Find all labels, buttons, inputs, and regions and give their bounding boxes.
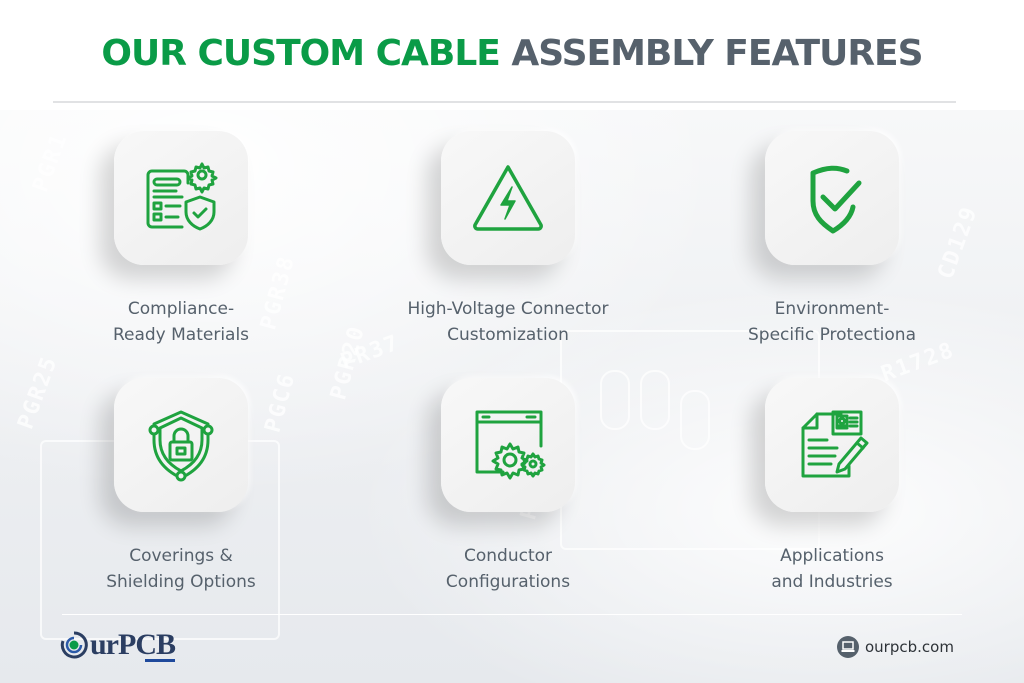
page-title: OUR CUSTOM CABLE ASSEMBLY FEATURES: [0, 30, 1024, 78]
feature-card: [765, 378, 899, 512]
feature-label: Coverings & Shielding Options: [106, 546, 256, 592]
title-highlight: OUR CUSTOM CABLE: [101, 33, 500, 74]
laptop-icon: [837, 636, 859, 658]
website-link[interactable]: ourpcb.com: [837, 636, 954, 658]
feature-label: Applications and Industries: [771, 546, 893, 592]
shield-check-icon: [810, 165, 862, 234]
compliance-document-gear-shield-icon: [146, 162, 218, 231]
high-voltage-warning-icon: [473, 165, 543, 231]
feature-label: Compliance- Ready Materials: [112, 299, 250, 345]
document-pencil-icon: [801, 410, 869, 478]
feature-coverings-shielding: Coverings & Shielding Options: [61, 378, 301, 595]
pcb-pad: [640, 370, 670, 430]
logo-text: urPCB: [90, 628, 176, 662]
feature-card: [441, 378, 575, 512]
window-gears-icon: [475, 410, 546, 480]
pcb-silkscreen-text: PGR25: [13, 352, 63, 433]
feature-card: [441, 131, 575, 265]
feature-label: Conductor Configurations: [445, 546, 571, 592]
feature-applications-industries: Applications and Industries: [712, 378, 952, 595]
shield-lock-icon: [148, 410, 214, 482]
feature-label: High-Voltage Connector Customization: [407, 299, 609, 345]
ourpcb-logo[interactable]: urPCB: [60, 628, 176, 662]
ourpcb-logo-mark-icon: [60, 631, 88, 659]
feature-card: [114, 378, 248, 512]
feature-card: [114, 131, 248, 265]
feature-label: Environment- Specific Protectiona: [748, 299, 916, 345]
feature-card: [765, 131, 899, 265]
feature-high-voltage-connector: High-Voltage Connector Customization: [388, 131, 628, 348]
title-rest: ASSEMBLY FEATURES: [511, 33, 923, 74]
footer-divider: [62, 614, 962, 615]
pcb-pad: [680, 390, 710, 450]
feature-compliance-ready-materials: Compliance- Ready Materials: [61, 131, 301, 348]
feature-environment-specific-protection: Environment- Specific Protectiona: [712, 131, 952, 348]
pcb-pad: [600, 370, 630, 430]
website-url: ourpcb.com: [865, 638, 954, 656]
header-divider: [53, 101, 956, 103]
feature-conductor-configurations: Conductor Configurations: [388, 378, 628, 595]
